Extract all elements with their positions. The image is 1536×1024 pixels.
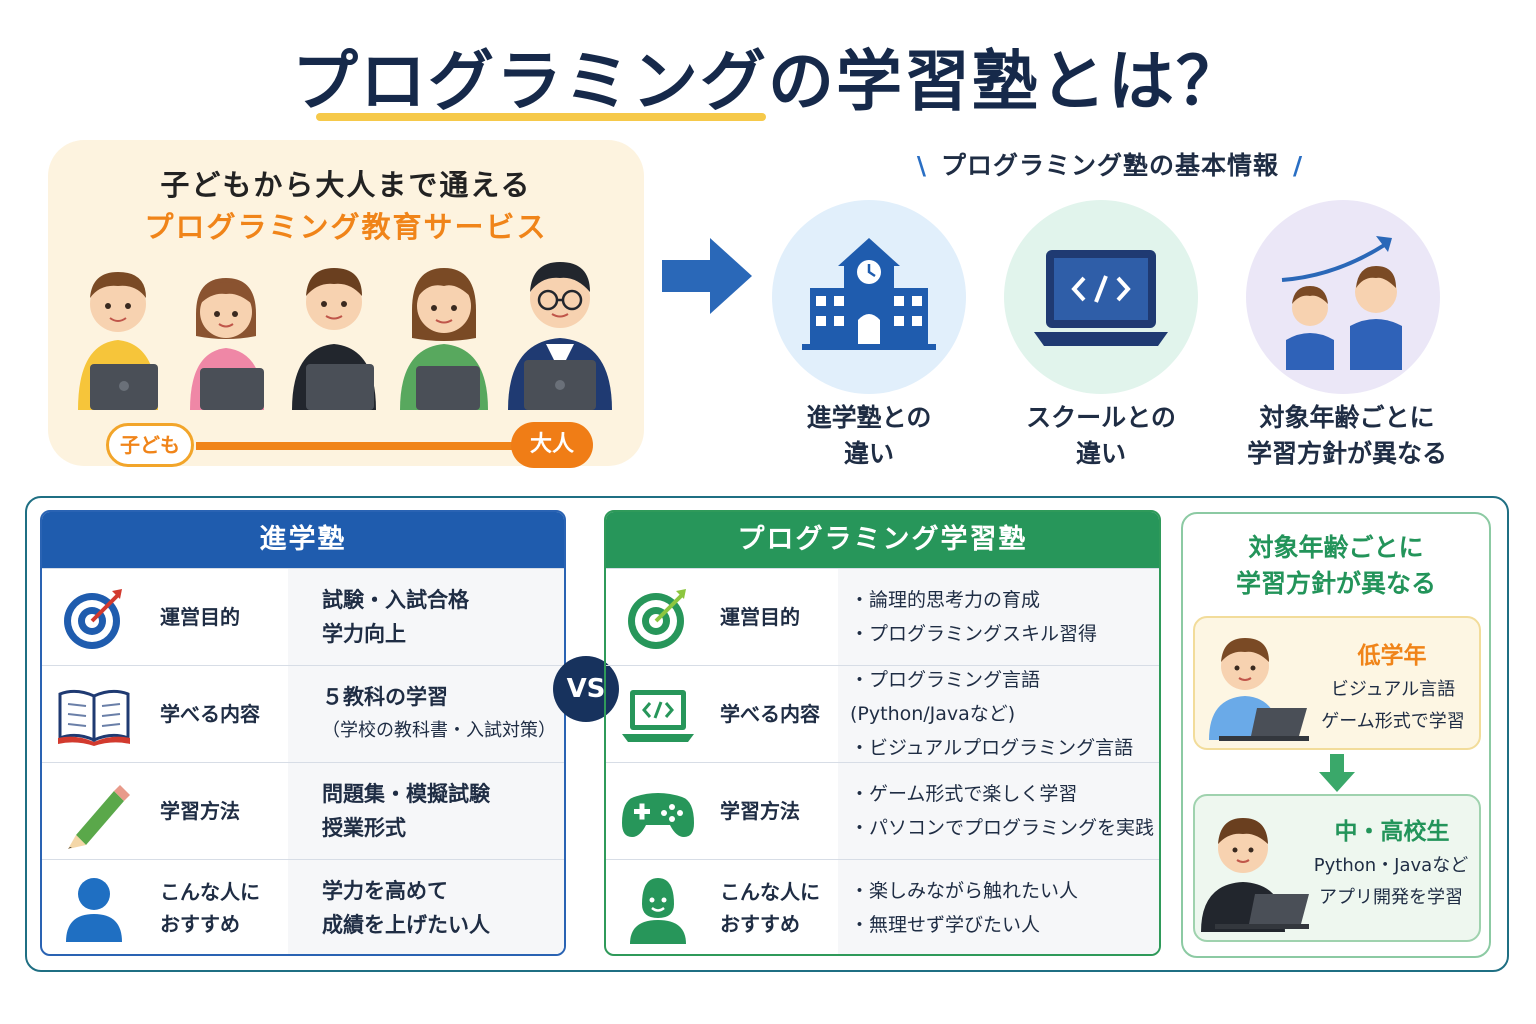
programming-school-header: プログラミング学習塾 bbox=[606, 512, 1159, 568]
student-boy-icon bbox=[292, 268, 376, 410]
row-value: 問題集・模擬試験 授業形式 bbox=[288, 763, 564, 859]
game-controller-icon bbox=[622, 793, 694, 837]
right-arrow-icon bbox=[662, 238, 752, 314]
row-value: ５教科の学習 （学校の教科書・入試対策） bbox=[288, 666, 564, 762]
basic-info-title: \プログラミング塾の基本情報/ bbox=[916, 151, 1304, 180]
info-label-school: スクールとの 違い bbox=[1026, 403, 1176, 468]
row-value: ・楽しみながら触れたい人 ・無理せず学びたい人 bbox=[838, 860, 1159, 954]
student-at-laptop-icon bbox=[1201, 818, 1309, 932]
slash-decoration-right: / bbox=[1293, 151, 1304, 180]
table-row: 学習方法 ・ゲーム形式で楽しく学習 ・パソコンでプログラミングを実践 bbox=[606, 762, 1159, 859]
cram-school-header: 進学塾 bbox=[42, 512, 564, 568]
school-building-icon bbox=[772, 200, 966, 394]
table-row: こんな人におすすめ ・楽しみながら触れたい人 ・無理せず学びたい人 bbox=[606, 859, 1159, 954]
cram-school-table: 進学塾 運営目的 試験・入試合格 学力向上 学べる内容 ５教科の学習 bbox=[40, 510, 566, 956]
smiling-person-icon bbox=[630, 878, 686, 944]
table-row: 学べる内容 ・プログラミング言語 (Python/Javaなど) ・ビジュアルプ… bbox=[606, 665, 1159, 762]
programming-school-table: プログラミング学習塾 運営目的 ・論理的思考力の育成 ・プログラミングスキル習得… bbox=[604, 510, 1161, 956]
age-progress-arrow-icon bbox=[196, 432, 542, 460]
laptop-code-icon bbox=[622, 690, 694, 742]
age-policy-title: 対象年齢ごとに 学習方針が異なる bbox=[1235, 533, 1436, 598]
table-row: 運営目的 ・論理的思考力の育成 ・プログラミングスキル習得 bbox=[606, 568, 1159, 665]
down-arrow-icon bbox=[1319, 754, 1355, 792]
open-book-icon bbox=[58, 689, 130, 746]
secondary-student-card: 中・高校生 Python・Javaなど アプリ開発を学習 bbox=[1193, 794, 1481, 942]
adult-man-icon bbox=[508, 262, 612, 410]
target-icon bbox=[64, 589, 122, 649]
row-value: 学力を高めて 成績を上げたい人 bbox=[288, 860, 564, 954]
adult-woman-icon bbox=[400, 268, 488, 410]
row-value: ・ゲーム形式で楽しく学習 ・パソコンでプログラミングを実践 bbox=[838, 763, 1159, 859]
learners-illustration bbox=[78, 262, 612, 410]
age-end-badge: 大人 bbox=[511, 422, 593, 468]
info-label-cram-school: 進学塾との 違い bbox=[806, 403, 932, 468]
age-start-badge: 子ども bbox=[106, 423, 194, 467]
table-row: 学べる内容 ５教科の学習 （学校の教科書・入試対策） bbox=[42, 665, 564, 762]
age-policy-panel: 対象年齢ごとに 学習方針が異なる 低学年 ビジュアル言語 ゲーム形式で学習 bbox=[1181, 512, 1491, 958]
page-title: プログラミングの学習塾とは？ bbox=[292, 43, 1244, 120]
intro-heading: 子どもから大人まで通える bbox=[160, 168, 532, 202]
child-girl-icon bbox=[190, 278, 264, 410]
title-underline bbox=[316, 113, 766, 121]
intro-subheading: プログラミング教育サービス bbox=[144, 210, 548, 244]
vs-badge: VS bbox=[553, 656, 619, 722]
slash-decoration-left: \ bbox=[916, 151, 927, 180]
target-icon bbox=[628, 589, 686, 649]
comparison-frame bbox=[25, 496, 1509, 972]
table-row: 学習方法 問題集・模擬試験 授業形式 bbox=[42, 762, 564, 859]
child-at-laptop-icon bbox=[1209, 638, 1309, 741]
pencil-icon bbox=[68, 785, 130, 849]
growth-children-icon bbox=[1246, 200, 1440, 394]
laptop-code-icon bbox=[1004, 200, 1198, 394]
row-value: ・論理的思考力の育成 ・プログラミングスキル習得 bbox=[838, 569, 1159, 665]
row-value: 試験・入試合格 学力向上 bbox=[288, 569, 564, 665]
row-value: ・プログラミング言語 (Python/Javaなど) ・ビジュアルプログラミング… bbox=[838, 666, 1159, 762]
lower-grade-card: 低学年 ビジュアル言語 ゲーム形式で学習 bbox=[1193, 616, 1481, 750]
child-boy-icon bbox=[78, 272, 158, 410]
table-row: こんな人におすすめ 学力を高めて 成績を上げたい人 bbox=[42, 859, 564, 954]
info-label-age-policy: 対象年齢ごとに 学習方針が異なる bbox=[1246, 403, 1447, 468]
person-icon bbox=[66, 878, 122, 942]
intro-panel: 子どもから大人まで通える プログラミング教育サービス bbox=[48, 140, 644, 468]
table-row: 運営目的 試験・入試合格 学力向上 bbox=[42, 568, 564, 665]
